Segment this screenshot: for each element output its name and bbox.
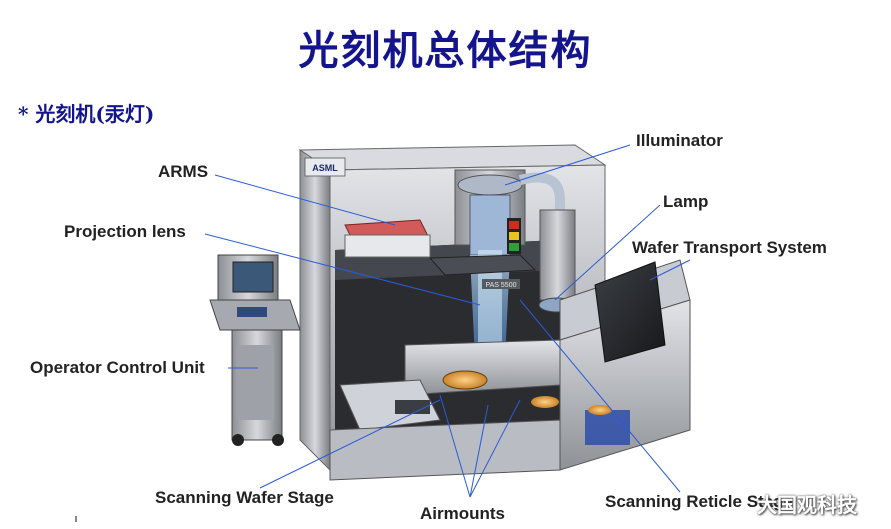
model-plate [482,279,520,289]
asml-badge [304,157,346,177]
wafer-stage [339,339,561,431]
label-operator-control-unit: Operator Control Unit [30,358,205,377]
reticle-stage: PAS 5500 [428,254,537,289]
model-plate-text: PAS 5500 [485,282,516,289]
leader-wafer-stage [259,399,441,489]
airmounts-base [329,419,561,481]
leader-lines [204,144,691,498]
leader-arms [214,174,396,226]
page-title: 光刻机总体结构 [298,28,593,74]
label-wafer-transport-system: Wafer Transport System [632,238,827,257]
wafer-transport-unit [531,259,691,471]
label-airmounts: Airmounts [420,504,505,523]
label-scanning-wafer-stage: Scanning Wafer Stage [155,488,334,507]
label-illuminator: Illuminator [636,131,723,150]
leader-airmount-3 [469,399,521,498]
arms-module [344,219,431,258]
label-scanning-reticle-stage: Scanning Reticle Stage [605,492,793,511]
label-lamp: Lamp [663,192,709,211]
leader-airmount-1 [439,394,471,498]
leader-illuminator [504,144,631,186]
leader-reticle-stage [519,299,681,493]
label-arms: ARMS [158,162,209,181]
leader-airmount-2 [469,404,489,498]
leader-lamp [554,204,661,301]
leader-wafer-transport [649,259,691,281]
watermark-text: 大国观科技 [757,493,857,517]
decorative-tick [75,516,77,522]
asml-badge-text: ASML [312,163,338,173]
operator-console [209,254,301,446]
wafer [442,370,488,390]
label-projection-lens: Projection lens [64,222,186,241]
leader-projection-lens [204,233,481,306]
page-subtitle: * 光刻机(汞灯) [18,102,155,126]
